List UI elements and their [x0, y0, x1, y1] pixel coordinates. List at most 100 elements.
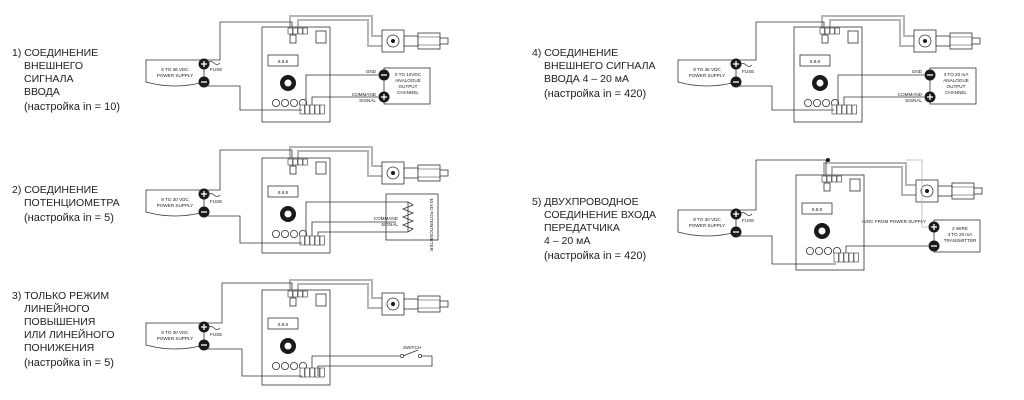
- caption-setting: (настройка in = 5): [24, 357, 114, 369]
- wire: [205, 149, 293, 191]
- terminal-screw: [836, 175, 842, 183]
- button-icon: [806, 246, 815, 255]
- led-icon: [289, 297, 297, 307]
- wire: [205, 21, 293, 61]
- led-icon: [821, 34, 829, 44]
- terminal-screw: [314, 367, 320, 378]
- vdc-label: +VDC FROM POWER SUPPLY: [861, 219, 926, 224]
- wire: [289, 279, 382, 299]
- terminal-screw: [309, 235, 315, 246]
- fuse-icon: FUSE: [207, 326, 222, 337]
- controller-board: 8.8.8: [793, 26, 863, 123]
- relay-icon: [849, 178, 861, 192]
- fuse-icon: FUSE: [207, 61, 222, 72]
- valve-connector: [949, 32, 973, 50]
- wire: [736, 235, 836, 265]
- display-readout: 8.8.8: [278, 190, 289, 195]
- terminal-screw: [304, 104, 310, 115]
- button-icon: [280, 361, 289, 370]
- analogue-output-box: [929, 67, 977, 105]
- wire: [205, 282, 293, 324]
- terminal-screw: [831, 175, 837, 183]
- terminal-screw: [297, 27, 303, 35]
- caption-setting: (настройка in = 5): [24, 212, 114, 224]
- terminal-screw: [292, 158, 298, 166]
- controller-board: 8.8.8: [795, 174, 865, 271]
- terminal-screw: [848, 252, 854, 263]
- terminal-screw: [836, 104, 842, 115]
- terminal-screw: [287, 290, 293, 298]
- wire: [736, 85, 834, 111]
- relay-icon: [315, 293, 327, 307]
- terminal-screw: [838, 252, 844, 263]
- wire: [297, 19, 382, 47]
- fuse-symbol: [739, 212, 753, 216]
- terminal-screw: [853, 252, 859, 263]
- caption-line: ВВОДА 4 – 20 мА: [544, 73, 629, 85]
- led-icon: [823, 182, 831, 192]
- terminal-screw: [287, 158, 293, 166]
- transmitter-box: [933, 219, 981, 253]
- transmitter-label: TRANSMITTER: [944, 238, 977, 243]
- valve-nut: [439, 300, 449, 308]
- caption-line: 4) СОЕДИНЕНИЕ: [532, 47, 619, 59]
- fuse-symbol: [207, 193, 221, 197]
- encoder-center: [284, 342, 292, 350]
- fuse-symbol: [207, 326, 221, 330]
- wire: [289, 15, 382, 37]
- actuator-center: [923, 39, 927, 43]
- terminal-screw: [821, 175, 827, 183]
- valve-connector: [417, 164, 441, 182]
- button-icon: [271, 361, 280, 370]
- fuse-icon: FUSE: [207, 193, 222, 204]
- caption-line: СИГНАЛА: [24, 73, 74, 85]
- button-icon: [289, 99, 298, 108]
- caption-line: ЛИНЕЙНОГО: [24, 303, 90, 315]
- command-label: COMMAND: [898, 92, 923, 97]
- display-panel: [267, 54, 299, 67]
- controller-board: 8.8.8: [261, 289, 331, 386]
- valve-connector: [951, 182, 975, 200]
- button-icon: [271, 99, 280, 108]
- terminal-screw: [292, 290, 298, 298]
- psu-label: 9 TO 36 VDC: [161, 67, 189, 72]
- wire: [837, 74, 924, 105]
- wire: [736, 159, 827, 211]
- wire: [311, 355, 400, 368]
- terminal-screw: [829, 27, 835, 35]
- terminal-screw: [831, 104, 837, 115]
- terminal-screw: [299, 104, 305, 115]
- valve-nut: [439, 37, 449, 45]
- valve-actuator: [913, 29, 981, 53]
- caption-line: ПЕРЕДАТЧИКА: [544, 222, 620, 234]
- caption-setting: (настройка in = 420): [544, 250, 647, 262]
- wire: [906, 159, 928, 228]
- terminal-screw: [851, 104, 857, 115]
- terminal-screw: [292, 27, 298, 35]
- psu-label: POWER SUPPLY: [689, 73, 725, 78]
- wire: [204, 215, 302, 244]
- terminal-screw: [843, 252, 849, 263]
- wire: [845, 245, 928, 253]
- command-label: SIGNAL: [381, 222, 398, 227]
- display-panel: [801, 202, 833, 215]
- caption-line: ПОНИЖЕНИЯ: [24, 342, 95, 354]
- valve-connector: [417, 32, 441, 50]
- caption-line: 5) ДВУХПРОВОДНОЕ: [532, 196, 639, 208]
- display-readout: 8.8.8: [278, 322, 289, 327]
- psu-label: POWER SUPPLY: [157, 203, 193, 208]
- valve-actuator: [915, 179, 983, 203]
- terminal-screw: [299, 235, 305, 246]
- led-icon: [289, 165, 297, 175]
- button-icon: [815, 246, 824, 255]
- psu-label: 9 TO 30 VDC: [693, 217, 721, 222]
- valve-nut: [973, 187, 983, 195]
- psu-label: POWER SUPPLY: [157, 336, 193, 341]
